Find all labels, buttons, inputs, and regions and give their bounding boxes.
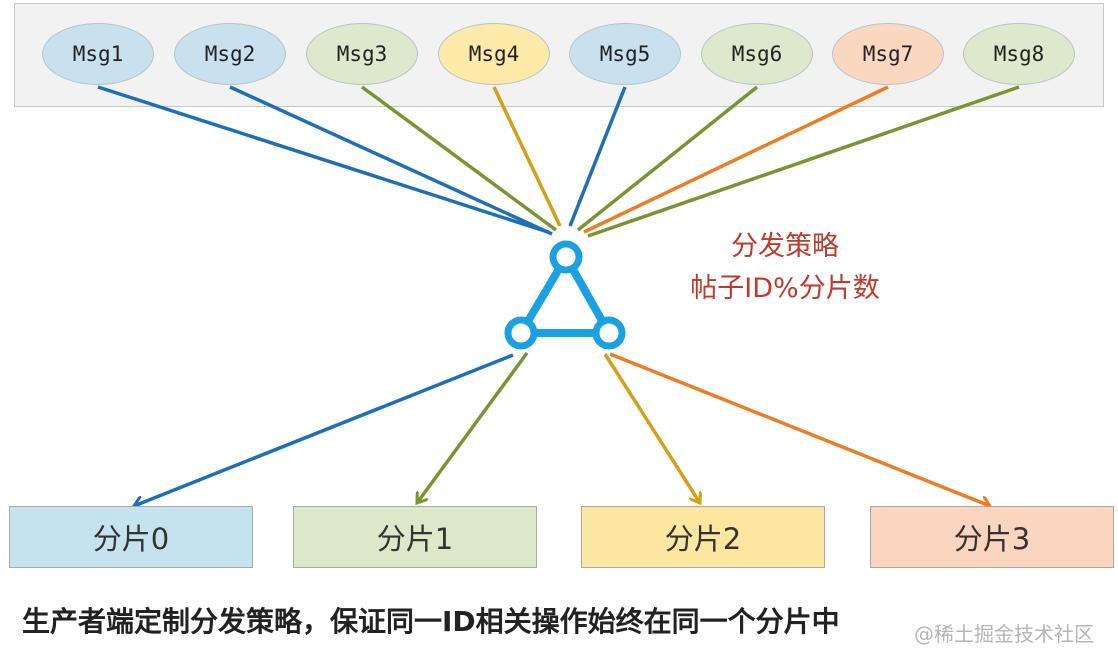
outbound-arrow	[417, 351, 529, 503]
message-node: Msg1	[42, 23, 154, 85]
message-node: Msg7	[832, 23, 944, 85]
outbound-arrow	[134, 353, 514, 506]
message-node: Msg4	[438, 23, 550, 85]
diagram-caption: 生产者端定制分发策略，保证同一ID相关操作始终在同一个分片中	[22, 605, 840, 638]
router-icon	[504, 240, 626, 350]
outbound-arrow	[609, 352, 990, 506]
strategy-label: 分发策略 帖子ID%分片数	[660, 226, 910, 310]
strategy-formula: 帖子ID%分片数	[690, 273, 880, 304]
inbound-line	[576, 85, 759, 232]
watermark: @稀土掘金技术社区	[914, 622, 1094, 646]
message-node: Msg6	[701, 23, 813, 85]
shard-box: 分片2	[581, 506, 825, 568]
shard-box: 分片0	[9, 506, 253, 568]
inbound-line	[360, 85, 558, 232]
inbound-line	[492, 86, 562, 227]
message-node: Msg3	[306, 23, 418, 85]
shard-box: 分片3	[870, 506, 1114, 568]
inbound-line	[583, 85, 889, 234]
message-node: Msg2	[174, 23, 286, 85]
inbound-line	[229, 85, 553, 236]
inbound-line	[97, 85, 549, 234]
message-node: Msg8	[963, 23, 1075, 85]
message-node: Msg5	[569, 23, 681, 85]
outbound-arrow	[603, 353, 700, 503]
strategy-title: 分发策略	[731, 231, 839, 262]
inbound-line	[587, 85, 1020, 238]
inbound-line	[568, 86, 627, 227]
shard-box: 分片1	[293, 506, 537, 568]
